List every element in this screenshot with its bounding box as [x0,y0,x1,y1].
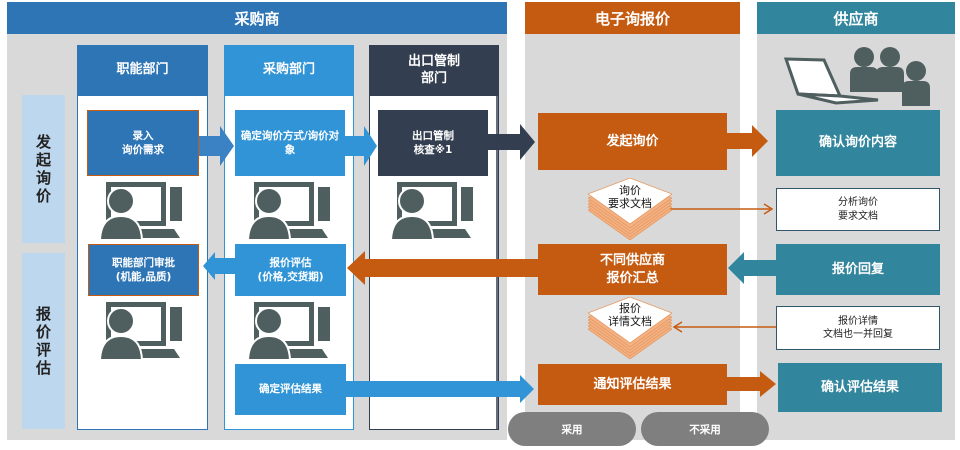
inquiry-document-label: 询价 要求文档 [608,184,652,211]
people-with-laptop-icon [784,44,934,106]
functional-dept-header: 职能部门 [77,45,208,96]
document-stack-icon [588,297,672,359]
step-export-check[interactable]: 出口管制 核查※1 [378,110,488,176]
arrow-reply-to-summary [728,252,776,284]
document-stack-icon [588,178,672,240]
person-at-computer-icon [248,182,333,240]
phase-initiate-inquiry: 发 起 询 价 [22,95,65,243]
reject-button[interactable]: 不采用 [641,412,769,446]
supplier-section-header: 供应商 [757,2,955,34]
phase-quote-evaluation: 报 价 评 估 [22,253,65,429]
step-enter-requirement[interactable]: 录入 询价需求 [87,110,199,176]
person-at-computer-icon [100,302,185,360]
step-confirm-evaluation-result[interactable]: 确定评估结果 [235,364,346,415]
eprocure-section-header: 电子询报价 [525,2,740,34]
arrow-evaluation-to-approval [203,252,236,280]
step-quote-summary[interactable]: 不同供应商 报价汇总 [538,244,727,295]
step-confirm-inquiry[interactable]: 确认询价内容 [776,110,940,176]
arrow-notify-to-supplier [727,371,776,397]
arrow-export-to-start [488,124,535,160]
step-confirm-evaluation-supplier[interactable]: 确认评估结果 [778,363,942,412]
step-reply-quote[interactable]: 报价回复 [776,244,940,295]
arrow-define-to-export [344,126,377,166]
arrow-confirm-to-notify [345,375,534,403]
person-at-computer-icon [248,302,333,360]
person-at-computer-icon [391,182,476,240]
step-quote-evaluation[interactable]: 报价评估 (价格,交货期) [235,244,346,296]
note-reply-document: 报价详情 文档也一并回复 [776,306,940,350]
step-start-inquiry[interactable]: 发起询价 [538,113,727,170]
step-notify-result[interactable]: 通知评估结果 [538,364,727,405]
purchasing-dept-header: 采购部门 [224,45,354,96]
person-at-computer-icon [100,182,185,240]
export-control-dept-header: 出口管制 部门 [369,45,499,96]
arrow-start-to-confirm [727,125,768,157]
arrow-enter-to-define [198,126,234,166]
adopt-button[interactable]: 采用 [508,412,636,446]
arrow-summary-to-evaluation [347,251,540,285]
buyer-section-header: 采购商 [7,2,507,34]
quote-document-label: 报价 详情文档 [608,302,652,329]
note-analyze-document: 分析询价 要求文档 [776,188,940,231]
step-define-method[interactable]: 确定询价方式/询价对 象 [235,110,345,176]
step-functional-approval[interactable]: 职能部门审批 (机能,品质) [88,244,199,296]
